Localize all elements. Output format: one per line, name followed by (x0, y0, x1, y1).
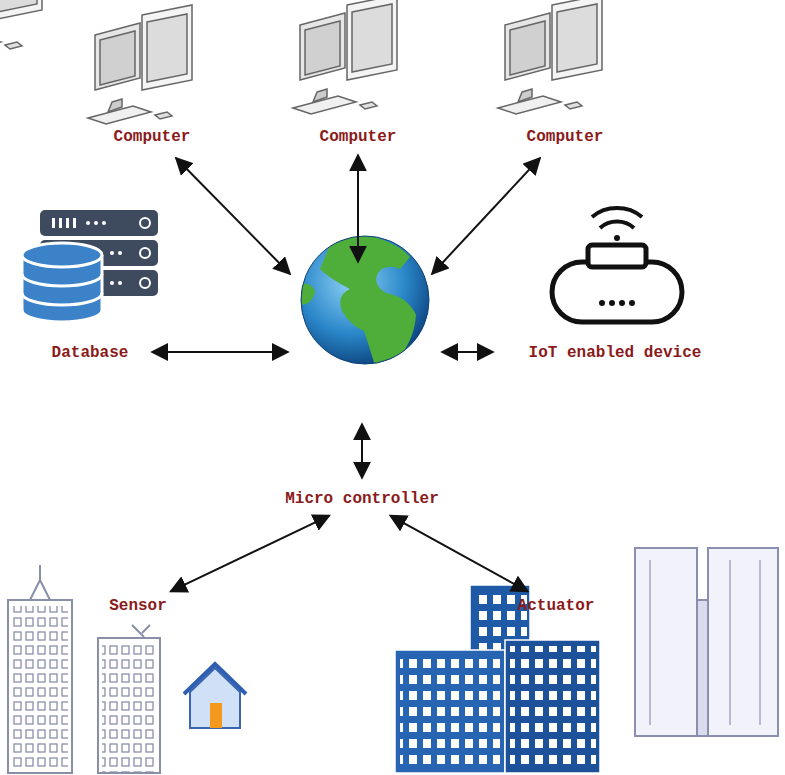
iot-device-label: IoT enabled device (525, 342, 706, 365)
node-label: Micro controller (285, 490, 439, 509)
computer-label: Computer (523, 126, 608, 149)
sensor-label: Sensor (105, 595, 171, 618)
connector-arrow (390, 516, 527, 592)
grey-tower (635, 548, 778, 736)
node-label: Computer (320, 128, 397, 147)
node-label: Actuator (518, 597, 595, 616)
house-icon (184, 664, 246, 728)
city-buildings (8, 565, 160, 773)
node-label: Computer (527, 128, 604, 147)
node-label: Computer (114, 128, 191, 147)
globe-icon (298, 236, 432, 372)
connector-arrow (171, 516, 330, 592)
blue-buildings (395, 585, 600, 773)
actuator-label: Actuator (514, 595, 599, 618)
node-label: Sensor (109, 597, 167, 616)
computer-icon (0, 0, 42, 54)
iot-device-icon (552, 208, 682, 322)
node-label: Database (52, 344, 129, 363)
computer-label: Computer (110, 126, 195, 149)
database-label: Database (48, 342, 133, 365)
database-icon (22, 210, 158, 322)
computer-label: Computer (316, 126, 401, 149)
node-label: IoT enabled device (529, 344, 702, 363)
network-arrow (152, 155, 540, 478)
microcontroller-label: Micro controller (281, 488, 443, 511)
